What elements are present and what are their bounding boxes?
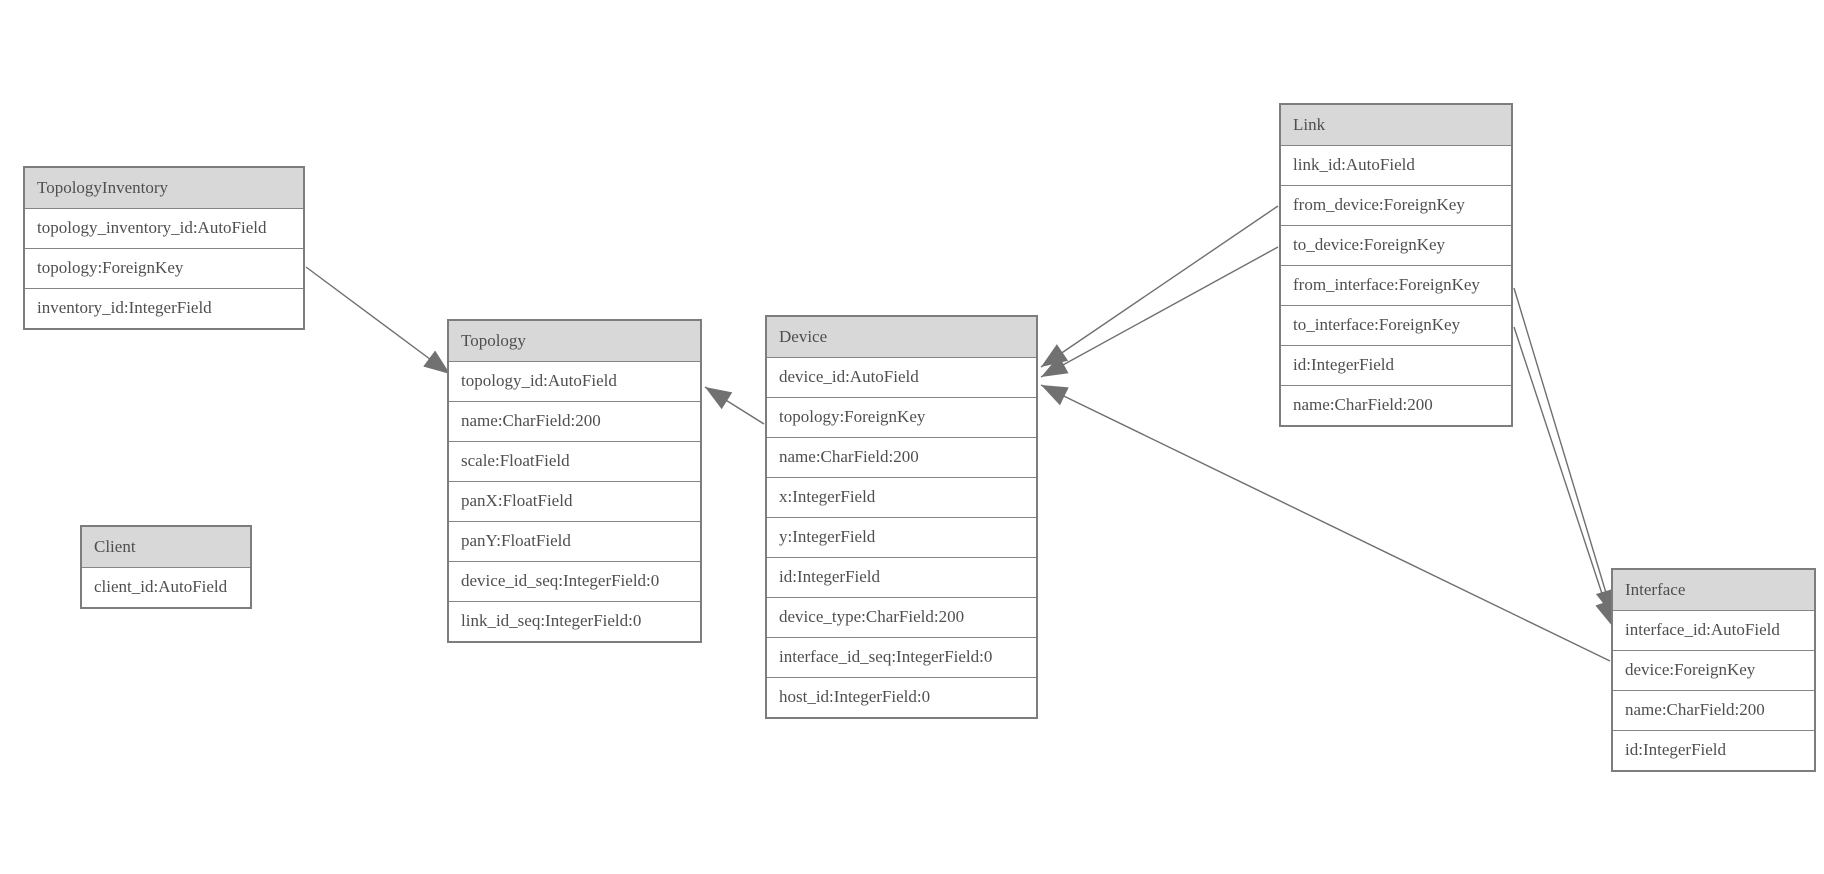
- field-row: device_type:CharField:200: [767, 597, 1036, 637]
- field-row: panY:FloatField: [449, 521, 700, 561]
- field-row: device_id:AutoField: [767, 357, 1036, 397]
- entity-title: Device: [767, 317, 1036, 357]
- edge-link-from_device-to-device: [1040, 205, 1279, 368]
- field-row: topology:ForeignKey: [25, 248, 303, 288]
- field-row: from_device:ForeignKey: [1281, 185, 1511, 225]
- entity-title: Link: [1281, 105, 1511, 145]
- edge-link-to_device-to-device: [1040, 246, 1279, 378]
- entity-title: Topology: [449, 321, 700, 361]
- field-row: inventory_id:IntegerField: [25, 288, 303, 328]
- field-row: topology_inventory_id:AutoField: [25, 208, 303, 248]
- field-row: topology:ForeignKey: [767, 397, 1036, 437]
- field-row: device:ForeignKey: [1613, 650, 1814, 690]
- edge-link-from_interface-to-interface: [1513, 287, 1616, 617]
- edge-link-to_interface-to-interface: [1513, 326, 1615, 628]
- field-row: y:IntegerField: [767, 517, 1036, 557]
- field-row: id:IntegerField: [1613, 730, 1814, 770]
- field-row: topology_id:AutoField: [449, 361, 700, 401]
- entity-title: Interface: [1613, 570, 1814, 610]
- field-row: name:CharField:200: [767, 437, 1036, 477]
- field-row: panX:FloatField: [449, 481, 700, 521]
- edge-device-topology-to-topology: [704, 386, 765, 425]
- field-row: link_id_seq:IntegerField:0: [449, 601, 700, 641]
- field-row: id:IntegerField: [1281, 345, 1511, 385]
- field-row: name:CharField:200: [449, 401, 700, 441]
- entity-title: TopologyInventory: [25, 168, 303, 208]
- field-row: host_id:IntegerField:0: [767, 677, 1036, 717]
- field-row: client_id:AutoField: [82, 567, 250, 607]
- field-row: name:CharField:200: [1613, 690, 1814, 730]
- entity-title: Client: [82, 527, 250, 567]
- field-row: link_id:AutoField: [1281, 145, 1511, 185]
- field-row: x:IntegerField: [767, 477, 1036, 517]
- field-row: device_id_seq:IntegerField:0: [449, 561, 700, 601]
- field-row: from_interface:ForeignKey: [1281, 265, 1511, 305]
- edge-topologyinventory-topology-to-topology: [305, 266, 451, 375]
- field-row: name:CharField:200: [1281, 385, 1511, 425]
- field-row: interface_id:AutoField: [1613, 610, 1814, 650]
- field-row: to_interface:ForeignKey: [1281, 305, 1511, 345]
- field-row: scale:FloatField: [449, 441, 700, 481]
- field-row: interface_id_seq:IntegerField:0: [767, 637, 1036, 677]
- field-row: to_device:ForeignKey: [1281, 225, 1511, 265]
- field-row: id:IntegerField: [767, 557, 1036, 597]
